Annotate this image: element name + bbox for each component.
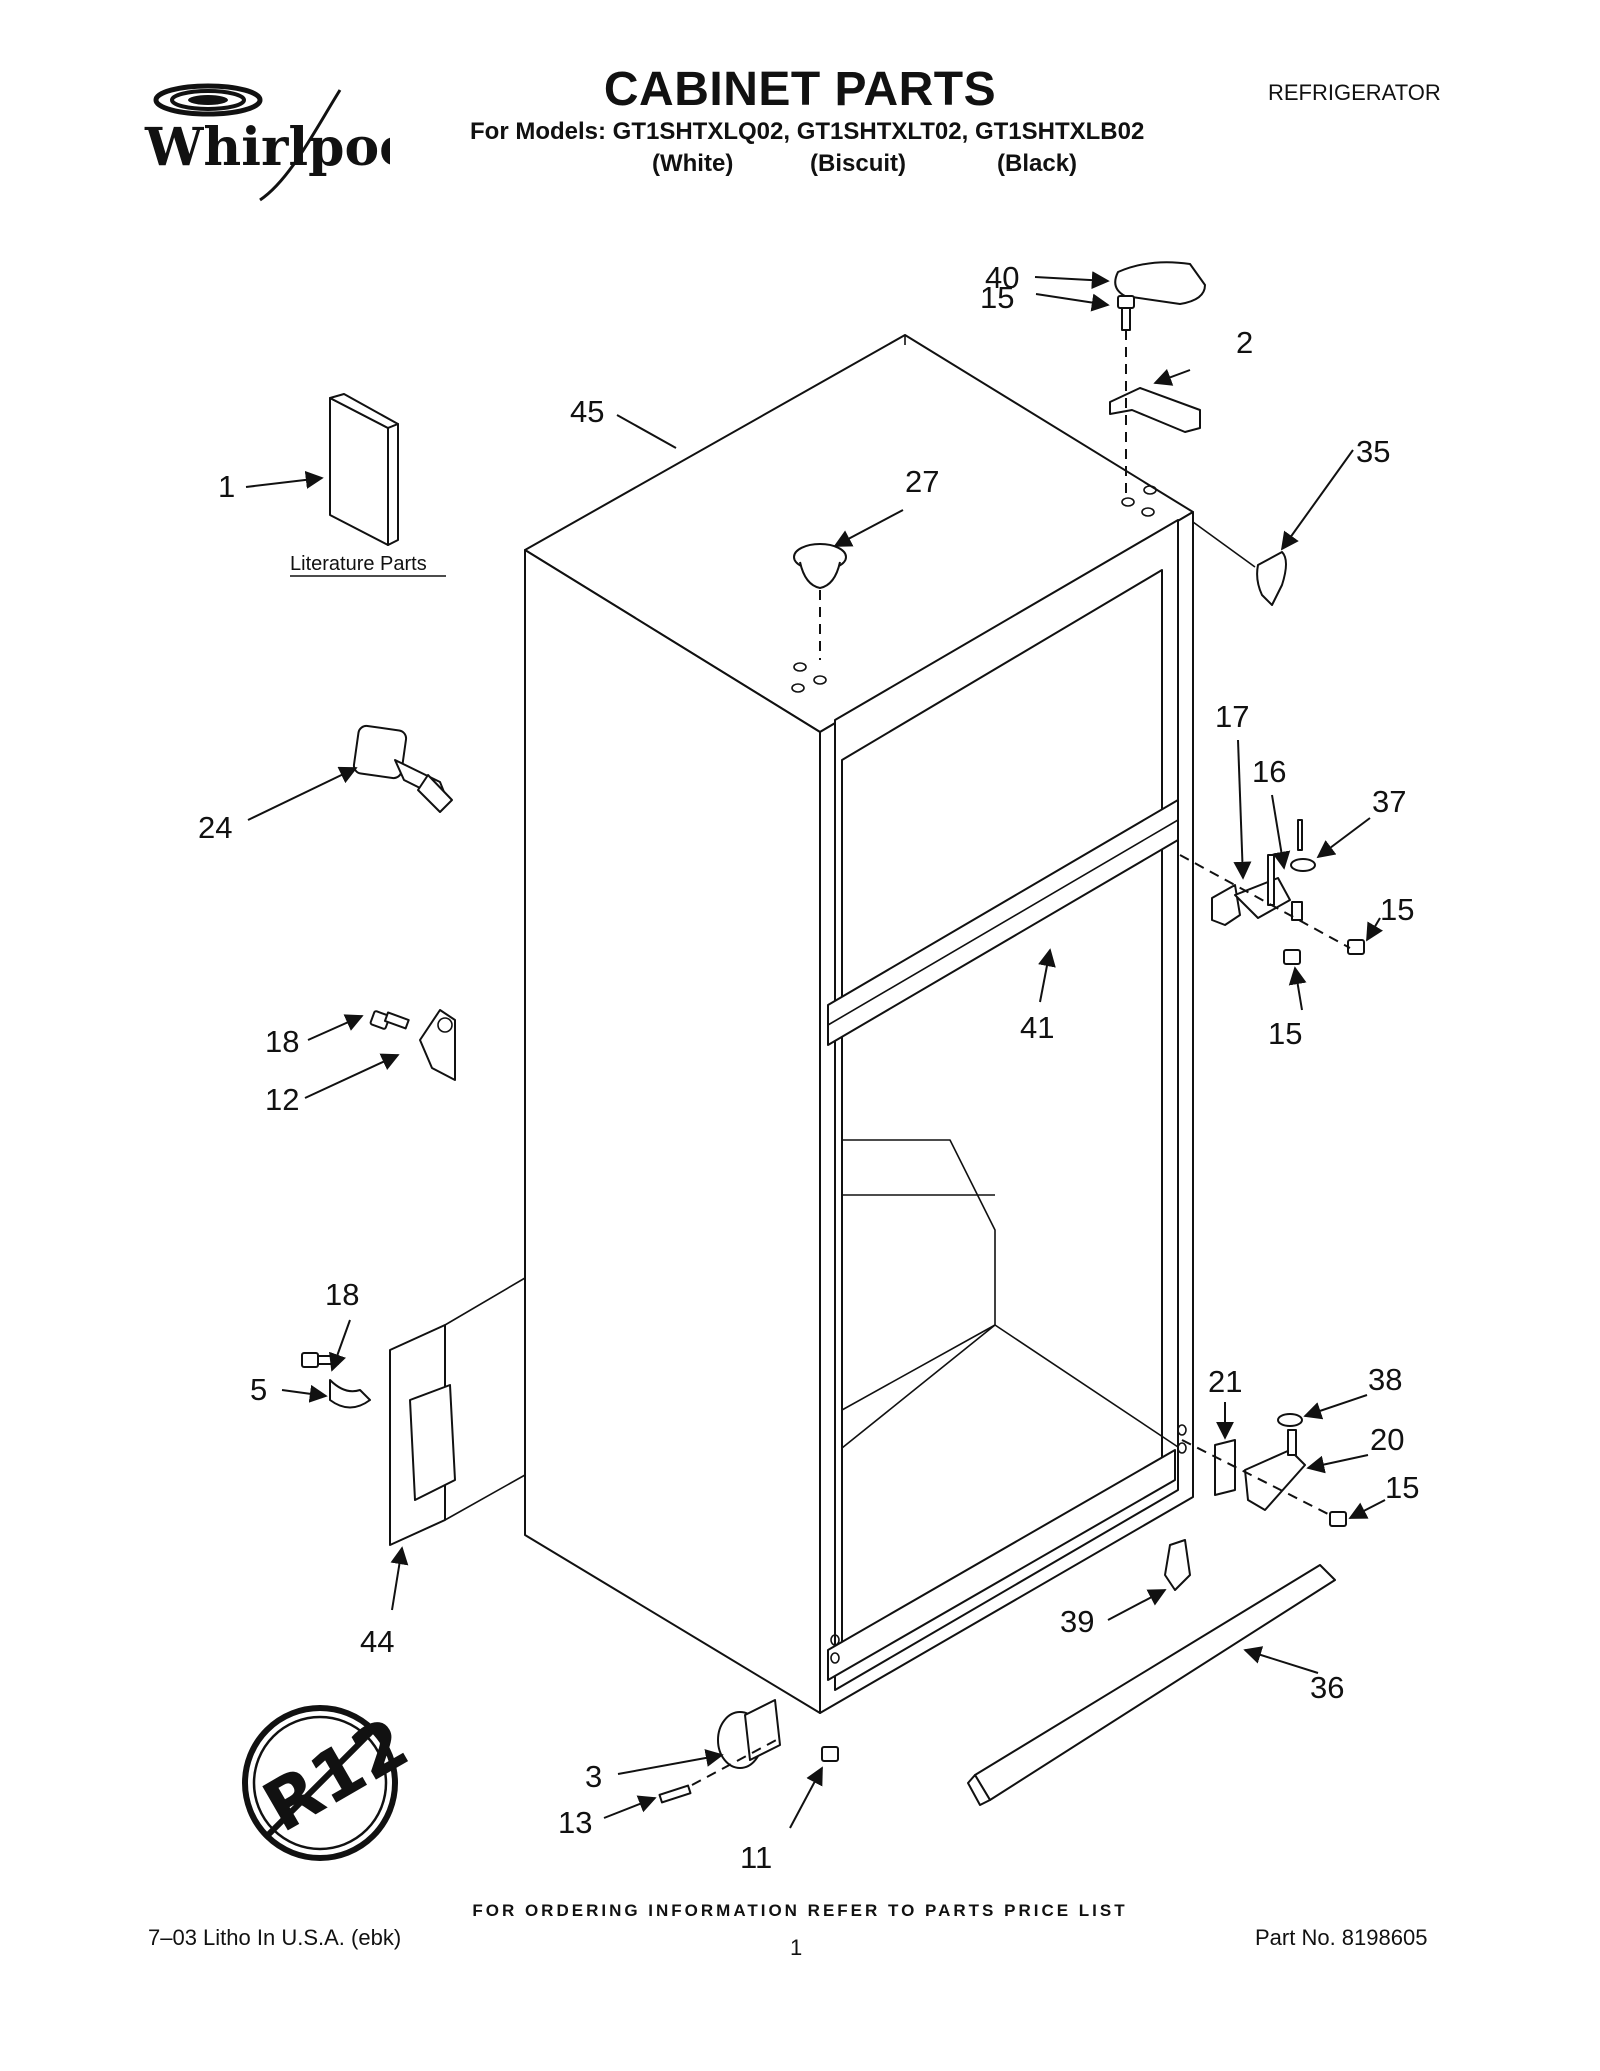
callout-15-bottom: 15 bbox=[1385, 1470, 1419, 1505]
callout-27: 27 bbox=[905, 464, 939, 499]
whirlpool-logo: Whirlpool bbox=[144, 83, 390, 202]
door-stop-24 bbox=[352, 724, 453, 813]
screw-15-top bbox=[1117, 295, 1135, 331]
literature-parts-caption: Literature Parts bbox=[290, 553, 427, 575]
handle-44 bbox=[389, 1277, 526, 1546]
clip-5 bbox=[329, 1379, 371, 1409]
callout-24: 24 bbox=[198, 810, 232, 845]
callout-36: 36 bbox=[1310, 1670, 1344, 1705]
screw-15-center-right bbox=[1347, 939, 1365, 955]
hinge-cover-35 bbox=[1256, 551, 1287, 606]
callout-41: 41 bbox=[1020, 1010, 1054, 1045]
callout-15-right: 15 bbox=[1380, 892, 1414, 927]
callout-18-upper: 18 bbox=[265, 1024, 299, 1059]
callout-38: 38 bbox=[1368, 1362, 1402, 1397]
callout-labels: 1 2 3 5 11 12 13 15 15 15 15 16 17 18 18… bbox=[198, 260, 1419, 1875]
bracket-12 bbox=[419, 1009, 456, 1081]
part-number: Part No. 8198605 bbox=[1255, 1925, 1428, 1950]
variant-black: (Black) bbox=[997, 150, 1078, 177]
screw-11 bbox=[821, 1746, 839, 1762]
callout-44: 44 bbox=[360, 1624, 394, 1659]
callout-11: 11 bbox=[740, 1840, 772, 1875]
page-number: 1 bbox=[790, 1935, 803, 1960]
screw-15-bottom bbox=[1329, 1511, 1347, 1527]
top-hinge-2 bbox=[1109, 387, 1201, 433]
toe-grille-36 bbox=[967, 1564, 1336, 1806]
litho-info: 7–03 Litho In U.S.A. (ebk) bbox=[148, 1925, 402, 1950]
callout-45: 45 bbox=[570, 394, 604, 429]
callout-2: 2 bbox=[1236, 325, 1253, 360]
callout-18-lower: 18 bbox=[325, 1277, 359, 1312]
plug-27 bbox=[793, 543, 847, 589]
callout-35: 35 bbox=[1356, 434, 1390, 469]
callout-15-top: 15 bbox=[980, 280, 1014, 315]
pin-13 bbox=[658, 1784, 692, 1804]
screw-15-center-down bbox=[1283, 949, 1301, 965]
callout-3: 3 bbox=[585, 1759, 602, 1794]
literature-book-illustration bbox=[329, 393, 399, 546]
appliance-category: REFRIGERATOR bbox=[1268, 80, 1441, 105]
leader-lines bbox=[245, 271, 1386, 1829]
cabinet-illustration bbox=[524, 334, 1194, 1714]
callout-16: 16 bbox=[1252, 754, 1286, 789]
callout-37: 37 bbox=[1372, 784, 1406, 819]
screw-18-upper bbox=[369, 1010, 410, 1030]
callout-1: 1 bbox=[218, 469, 235, 504]
variant-white: (White) bbox=[652, 150, 734, 177]
swirl-icon bbox=[153, 83, 263, 117]
roller-assembly bbox=[658, 1699, 839, 1804]
callout-13: 13 bbox=[558, 1805, 592, 1840]
callout-20: 20 bbox=[1370, 1422, 1404, 1457]
ordering-note: FOR ORDERING INFORMATION REFER TO PARTS … bbox=[472, 1901, 1128, 1920]
callout-21: 21 bbox=[1208, 1364, 1242, 1399]
models-line: For Models: GT1SHTXLQ02, GT1SHTXLT02, GT… bbox=[470, 118, 1145, 145]
variant-biscuit: (Biscuit) bbox=[810, 150, 906, 177]
hinge-cover-40 bbox=[1114, 261, 1206, 305]
center-hinge-assembly bbox=[1211, 819, 1365, 965]
r12-prohibited-symbol: R12 bbox=[242, 1702, 422, 1861]
logo-wordmark: Whirlpool bbox=[144, 117, 390, 178]
screw-18-lower bbox=[301, 1352, 339, 1368]
callout-40: 40 bbox=[985, 260, 1019, 295]
grille-clip-39 bbox=[1164, 1539, 1191, 1591]
callout-39: 39 bbox=[1060, 1604, 1094, 1639]
page-title: CABINET PARTS bbox=[603, 63, 997, 116]
callout-15-lower: 15 bbox=[1268, 1016, 1302, 1051]
callout-12: 12 bbox=[265, 1082, 299, 1117]
bottom-hinge-assembly bbox=[1214, 1413, 1347, 1527]
callout-5: 5 bbox=[250, 1372, 267, 1407]
callout-17: 17 bbox=[1215, 699, 1249, 734]
